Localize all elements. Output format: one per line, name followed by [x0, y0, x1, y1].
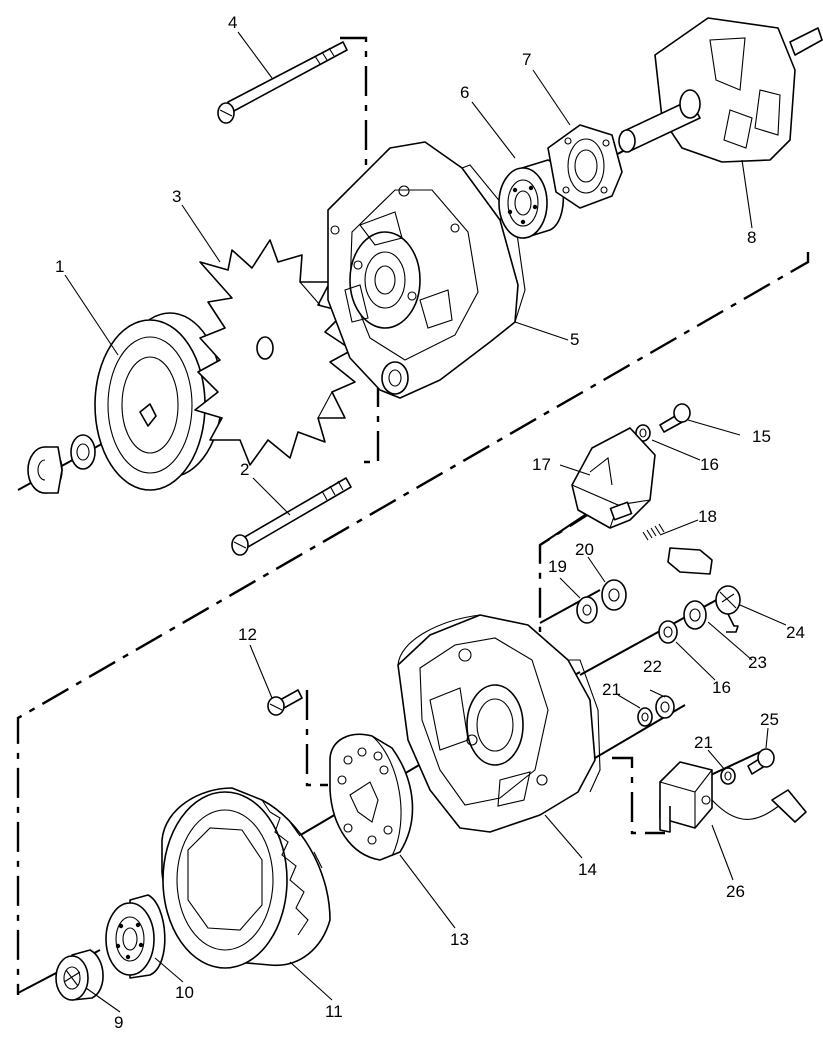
part-16-washer [658, 620, 678, 644]
callout-16-lower: 16 [712, 678, 731, 697]
part-10-bearing [105, 894, 166, 979]
callout-13: 13 [450, 930, 469, 949]
part-24-terminal [715, 585, 741, 633]
part-12-screw [267, 689, 303, 716]
part-15-screw [635, 403, 691, 442]
callout-14: 14 [578, 860, 597, 879]
callout-11: 11 [325, 1002, 343, 1021]
part-1-pulley [27, 312, 223, 494]
callout-10: 10 [175, 983, 194, 1002]
callout-26: 26 [726, 882, 745, 901]
callout-3: 3 [172, 187, 181, 206]
callout-1: 1 [55, 257, 64, 276]
part-21-washer-lower [720, 767, 736, 785]
part-22-nut [655, 695, 675, 719]
callout-18: 18 [698, 507, 717, 526]
callout-2: 2 [240, 460, 249, 479]
part-18-brush-spring [642, 523, 713, 575]
callout-12: 12 [238, 625, 257, 644]
callout-8: 8 [747, 228, 756, 247]
callout-9: 9 [114, 1013, 123, 1032]
callout-20: 20 [575, 540, 594, 559]
part-26-regulator [659, 761, 807, 833]
callout-4: 4 [228, 13, 237, 32]
part-9-bearing-cap [55, 949, 104, 1001]
callout-15: 15 [752, 427, 771, 446]
part-14-slip-ring-end-housing [397, 614, 601, 833]
callout-21-lower: 21 [694, 733, 713, 752]
part-21-washer [637, 707, 653, 727]
part-8-rotor [618, 17, 823, 163]
callout-7: 7 [522, 50, 531, 69]
part-2-through-bolt [231, 477, 352, 556]
part-4-through-bolt [217, 41, 348, 124]
part-25-screw [747, 748, 775, 775]
part-17-brush-holder [571, 427, 656, 529]
part-7-retainer-plate [547, 124, 623, 209]
callout-23: 23 [748, 653, 767, 672]
callout-16-upper: 16 [700, 455, 719, 474]
part-19-washer [576, 596, 598, 624]
callout-5: 5 [570, 330, 579, 349]
part-11-stator [161, 787, 331, 969]
callout-22: 22 [643, 657, 662, 676]
callout-19: 19 [548, 557, 567, 576]
callout-24: 24 [786, 623, 805, 642]
callout-21-upper: 21 [602, 680, 621, 699]
leader-lines [64, 31, 787, 1013]
part-5-drive-end-housing [327, 141, 526, 399]
part-13-rectifier [329, 733, 414, 861]
callouts: 1 2 3 4 5 6 7 8 9 10 11 12 13 14 15 16 1… [55, 13, 805, 1032]
part-3-fan [194, 239, 356, 466]
callout-17: 17 [532, 455, 551, 474]
callout-6: 6 [460, 83, 469, 102]
callout-25: 25 [760, 710, 779, 729]
part-23-nut [683, 600, 707, 630]
part-20-nut [601, 579, 627, 611]
